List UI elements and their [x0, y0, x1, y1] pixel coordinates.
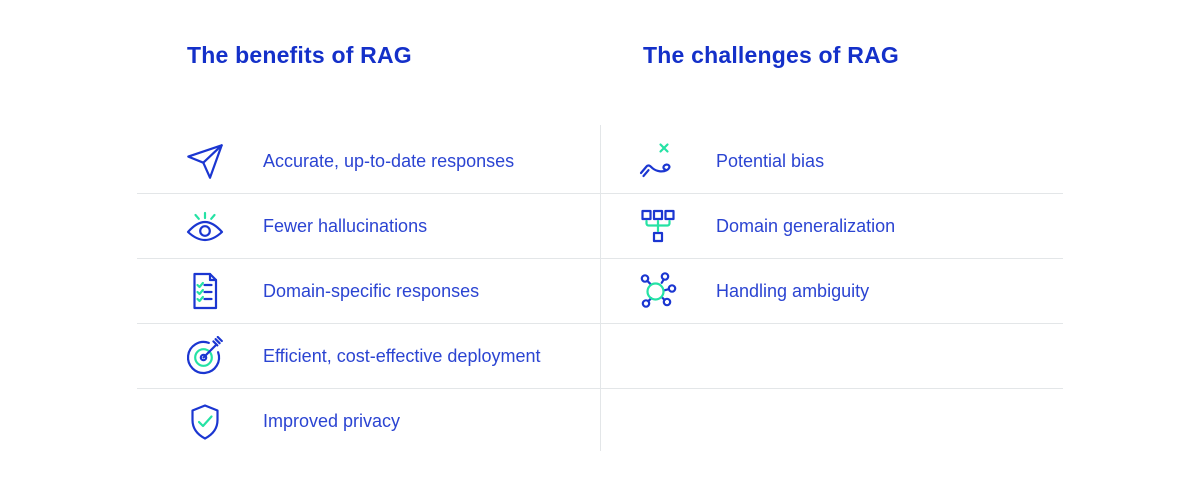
item-label: Accurate, up-to-date responses — [263, 150, 515, 171]
benefits-list: Accurate, up-to-date responses Fewer hal… — [137, 129, 600, 454]
list-item: Accurate, up-to-date responses — [137, 129, 600, 194]
list-item: Efficient, cost-effective deployment — [137, 324, 600, 389]
challenges-title: The challenges of RAG — [643, 42, 899, 68]
list-item: Fewer hallucinations — [137, 194, 600, 259]
org-chart-icon — [638, 206, 678, 246]
list-item: Improved privacy — [137, 389, 600, 454]
eye-icon — [185, 206, 225, 246]
item-label: Potential bias — [716, 150, 825, 171]
challenges-list: Potential bias Domain generalization Han… — [601, 129, 1063, 454]
benefits-title: The benefits of RAG — [187, 42, 412, 68]
list-item: Domain generalization — [601, 194, 1063, 259]
item-label: Improved privacy — [263, 411, 401, 431]
paper-plane-icon — [185, 141, 225, 181]
list-item: Potential bias — [601, 129, 1063, 194]
column-divider — [600, 125, 601, 451]
item-label: Handling ambiguity — [716, 280, 870, 301]
list-item: Handling ambiguity — [601, 259, 1063, 324]
hand-x-icon — [638, 141, 678, 181]
target-dart-icon — [185, 336, 225, 376]
item-label: Domain generalization — [716, 215, 896, 236]
item-label: Domain-specific responses — [263, 280, 480, 301]
shield-check-icon — [185, 402, 225, 442]
empty-row — [601, 389, 1063, 454]
network-nodes-icon — [638, 271, 678, 311]
item-label: Efficient, cost-effective deployment — [263, 345, 541, 366]
document-checklist-icon — [185, 271, 225, 311]
list-item: Domain-specific responses — [137, 259, 600, 324]
empty-row — [601, 324, 1063, 389]
item-label: Fewer hallucinations — [263, 215, 428, 236]
